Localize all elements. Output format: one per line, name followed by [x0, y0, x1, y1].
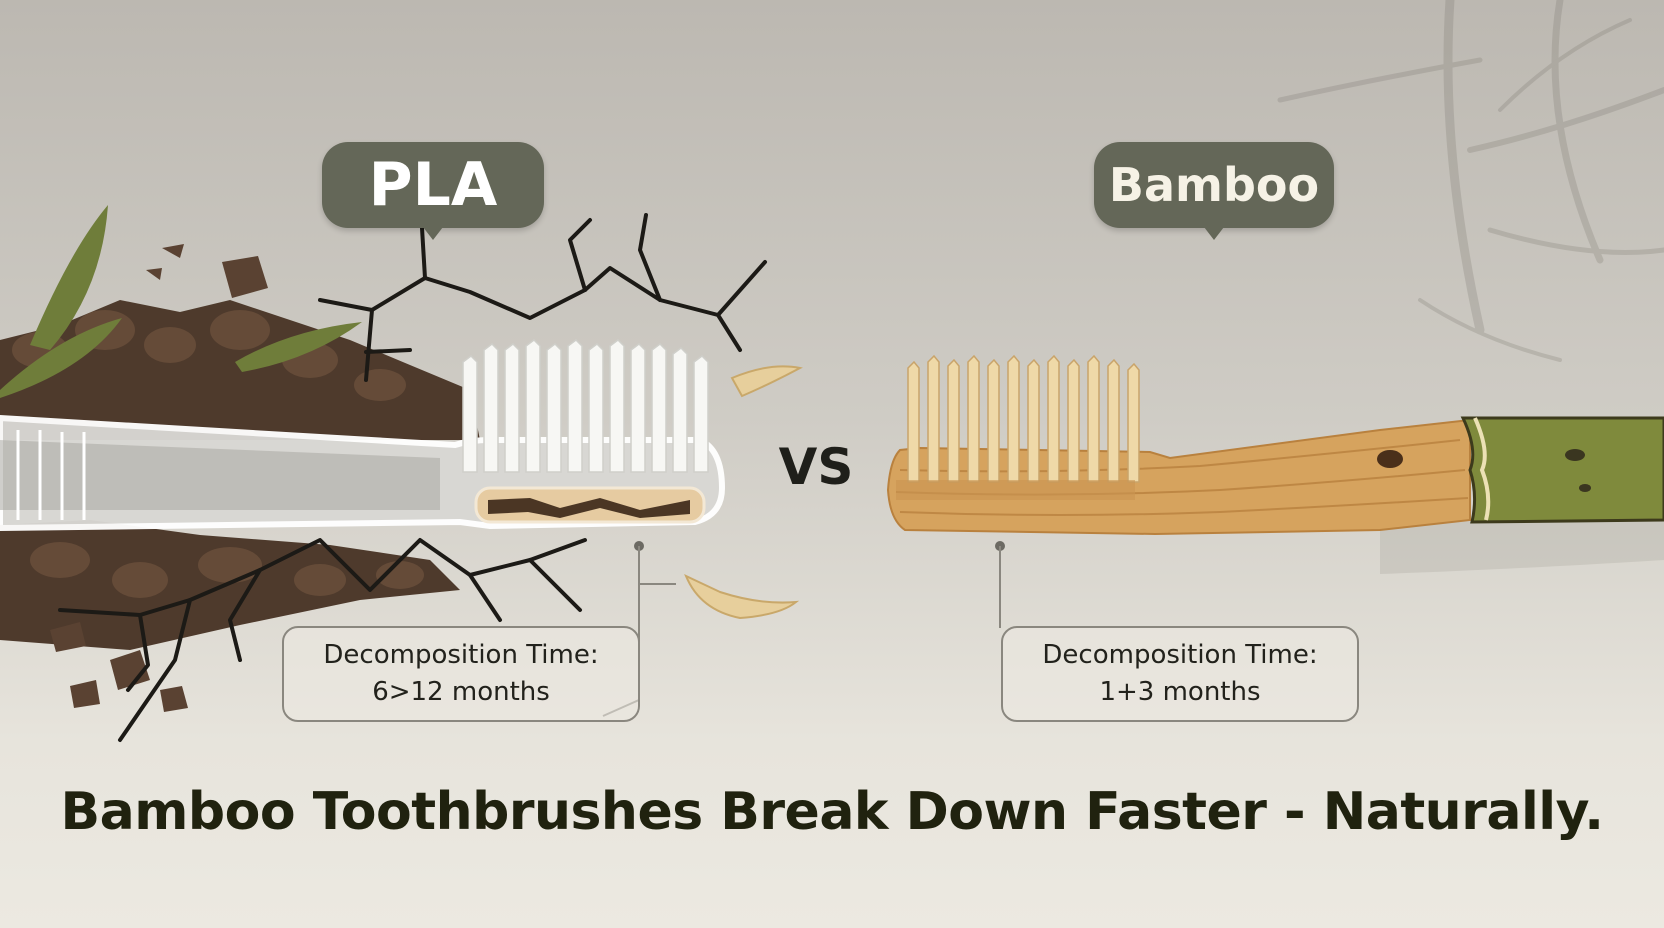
bamboo-label: Bamboo: [1094, 142, 1334, 228]
bamboo-label-text: Bamboo: [1108, 158, 1320, 212]
wood-chip-icon: [684, 365, 803, 620]
headline: Bamboo Toothbrushes Break Down Faster - …: [60, 782, 1604, 842]
bamboo-connector-line: [995, 541, 1005, 628]
pla-toothbrush-icon: [0, 339, 726, 532]
background-bamboo-icon: [1277, 0, 1664, 362]
bamboo-decomposition-value: 1+3 months: [1099, 677, 1261, 707]
bamboo-decomposition-box: Decomposition Time: 1+3 months: [1001, 626, 1359, 722]
pla-label: PLA: [322, 142, 544, 228]
leaf-icon: [0, 205, 362, 398]
pla-decomposition-title: Decomposition Time:: [323, 640, 599, 670]
bamboo-decomposition-title: Decomposition Time:: [1042, 640, 1318, 670]
pla-label-text: PLA: [368, 150, 498, 220]
crack-lines-icon: [58, 213, 767, 742]
vs-label: VS: [778, 438, 854, 496]
bamboo-toothbrush-icon: [886, 354, 1664, 574]
pla-decomposition-value: 6>12 months: [372, 677, 550, 707]
pla-decomposition-box: Decomposition Time: 6>12 months: [282, 626, 640, 722]
